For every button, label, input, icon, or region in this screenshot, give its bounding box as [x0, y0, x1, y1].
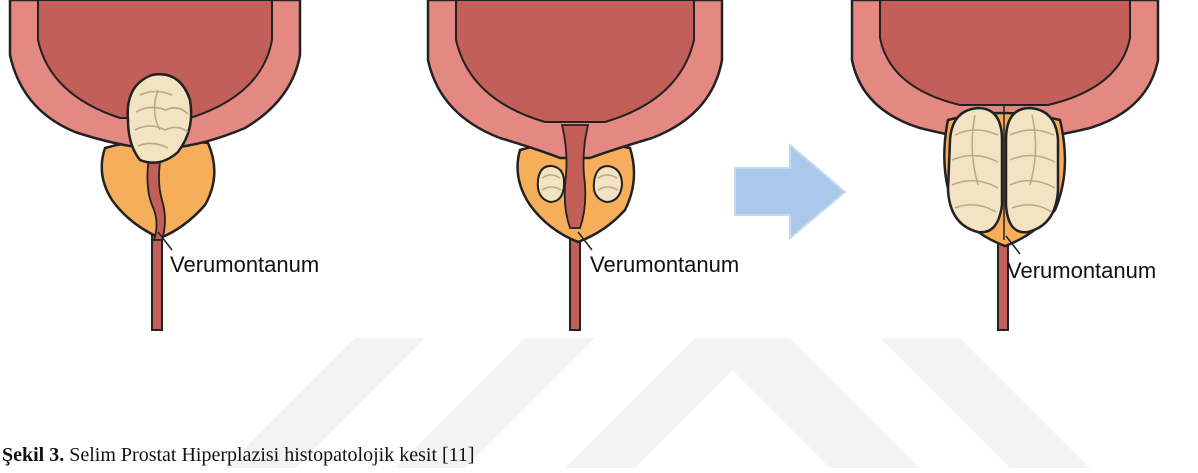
periurethral-nodule-left [538, 166, 564, 202]
panel-3: Verumontanum [852, 0, 1158, 330]
panel-1-label: Verumontanum [170, 252, 319, 277]
caption-text: Selim Prostat Hiperplazisi histopatoloji… [69, 444, 474, 466]
caption-number: Şekil 3. [2, 444, 64, 466]
lateral-lobe-right [1006, 108, 1058, 232]
panel-1: Verumontanum [10, 0, 319, 330]
prostatic-urethra [562, 125, 588, 228]
periurethral-nodule-right [594, 166, 622, 202]
panel-3-label: Verumontanum [1007, 258, 1156, 283]
progression-arrow-icon [735, 145, 845, 238]
figure-caption: Şekil 3. Selim Prostat Hiperplazisi hist… [2, 444, 1192, 473]
panel-2: Verumontanum [428, 0, 739, 330]
panel-2-label: Verumontanum [590, 252, 739, 277]
